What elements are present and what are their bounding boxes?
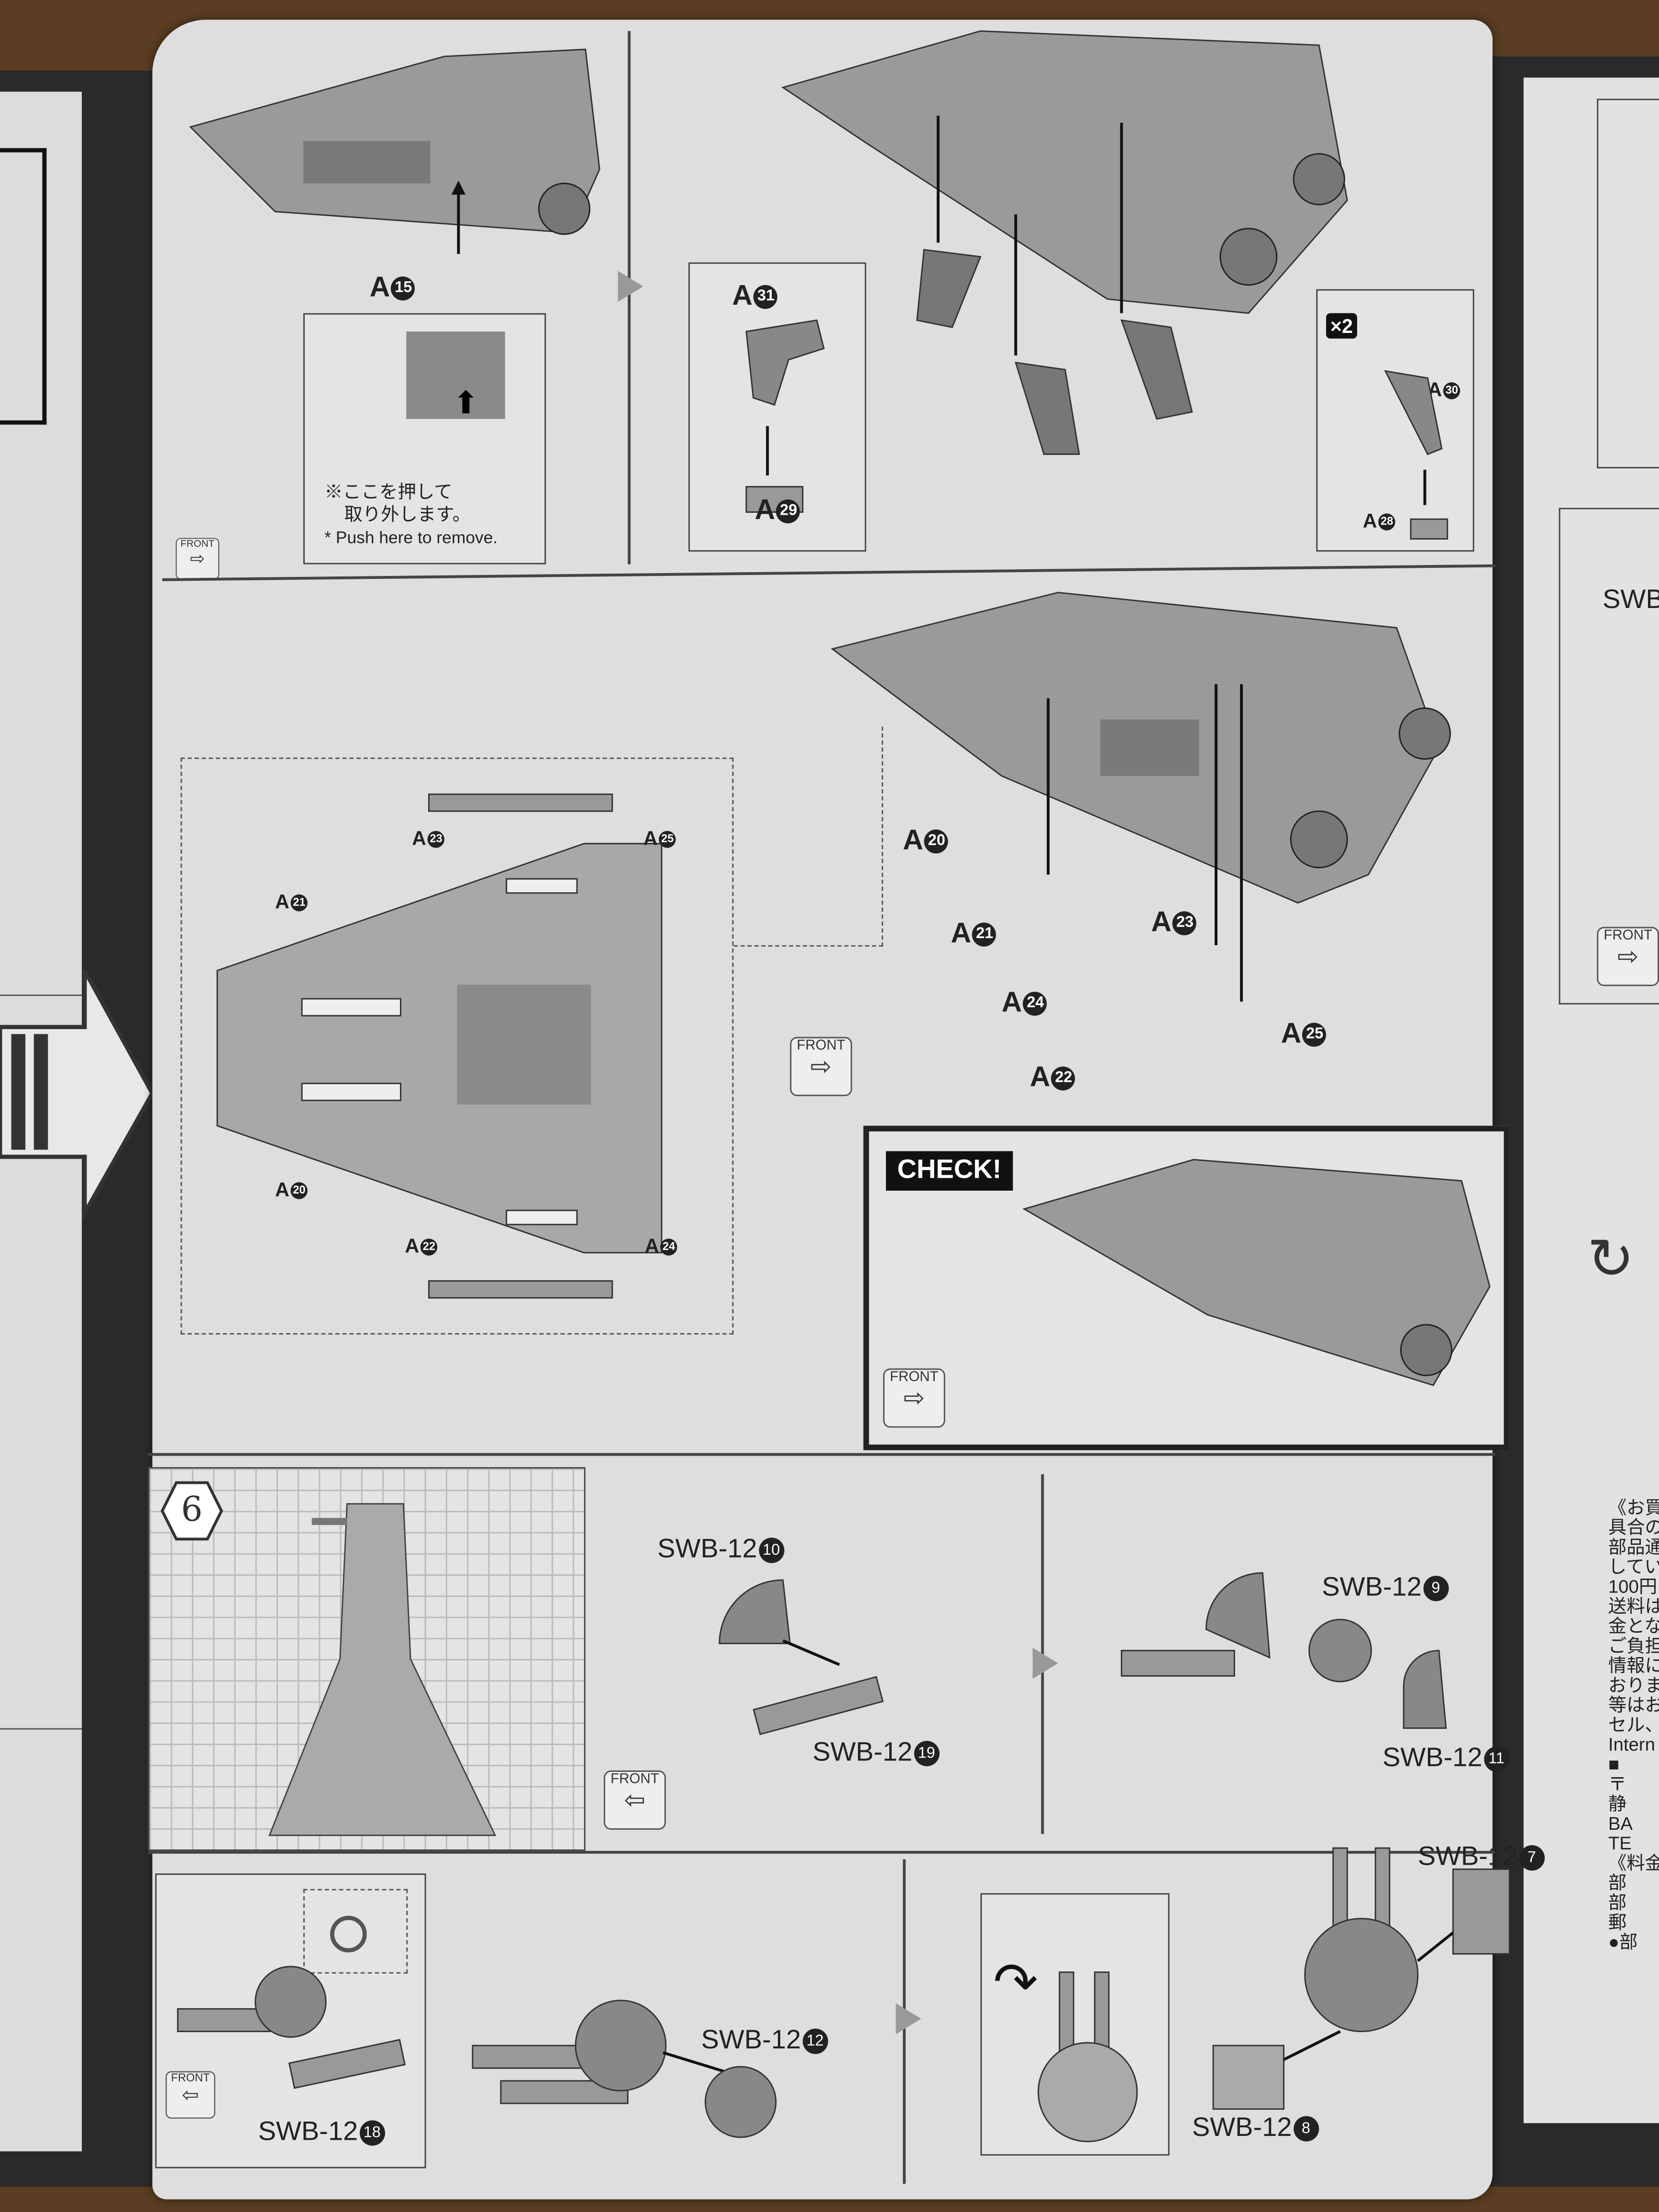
- notice-line: ご負担: [1608, 1635, 1659, 1657]
- check-label: CHECK!: [885, 1151, 1013, 1191]
- divider: [148, 1453, 1495, 1455]
- notice-line: 〒: [1608, 1773, 1627, 1795]
- notice-line: 金とな: [1608, 1615, 1659, 1637]
- rotate-arrow-icon: ↷: [993, 1954, 1039, 2013]
- rotation-detail-box: ↷: [980, 1893, 1170, 2156]
- multiplier-badge: ×2: [1326, 313, 1357, 339]
- front-icon: FRONT⇦: [604, 1770, 666, 1830]
- next-step-arrow-icon: [618, 271, 643, 302]
- notice-line: 100円: [1608, 1576, 1658, 1597]
- step-number: 6: [181, 1490, 203, 1529]
- right-page-notice-text: 《お買い具合の部品通してい100円送料は金となご負担情報におりま等はおセル、In…: [1608, 1498, 1659, 1953]
- notice-line: 情報に: [1608, 1655, 1659, 1676]
- gear-assembly-illustration: [1120, 1572, 1447, 1729]
- push-arrow-icon: ⬆: [453, 385, 479, 420]
- right-front-icon: FRONT⇨: [1597, 927, 1659, 986]
- twin-cannon-assembly-illustration: [1212, 1847, 1510, 2110]
- right-swb-label: SWB: [1603, 585, 1659, 615]
- notice-line: 部: [1608, 1872, 1627, 1893]
- note-ja-1: ※ここを押して: [324, 481, 453, 502]
- notice-line: 部: [1608, 1891, 1627, 1913]
- divider: [148, 1851, 1495, 1853]
- notice-line: 《料金: [1608, 1852, 1659, 1874]
- ship-exploded-illustration: [830, 592, 1451, 1002]
- next-step-arrow-icon: [1032, 1648, 1058, 1679]
- note-en: * Push here to remove.: [324, 527, 498, 548]
- notice-line: 郵: [1608, 1911, 1627, 1933]
- step6-overview-grid: 6: [148, 1467, 586, 1851]
- check-front-icon: FRONT⇨: [883, 1368, 945, 1428]
- tower-illustration: [268, 1503, 497, 1836]
- front-icon: FRONT⇨: [176, 538, 220, 580]
- notice-line: BA: [1608, 1813, 1633, 1834]
- ship-underside-illustration: [189, 48, 600, 254]
- notice-line: TE: [1608, 1832, 1632, 1854]
- notice-line: セル、: [1608, 1714, 1659, 1736]
- notice-line: ■: [1608, 1753, 1620, 1775]
- gear-cannon-assembly-illustration: [472, 2000, 777, 2138]
- notice-line: 等はお: [1608, 1694, 1659, 1715]
- ship-plan-view-illustration: [216, 793, 663, 1299]
- check-box: CHECK! FRONT⇨: [863, 1126, 1510, 1450]
- front-icon: FRONT⇨: [790, 1037, 852, 1096]
- inset-detail: [303, 1889, 408, 1974]
- push-detail-box: ⬆ ※ここを押して取り外します。* Push here to remove.: [303, 313, 546, 564]
- rotate-arrow-icon: ↻: [1587, 1228, 1635, 1291]
- notice-line: 静: [1608, 1793, 1627, 1814]
- notice-line: してい: [1608, 1556, 1659, 1577]
- note-ja-2: 取り外します。: [344, 503, 471, 525]
- notice-line: 具合の: [1608, 1516, 1659, 1538]
- notice-line: ●部: [1608, 1931, 1638, 1953]
- gear-and-cannon-parts-illustration: [719, 1579, 884, 1736]
- notice-line: 《お買い: [1608, 1498, 1659, 1518]
- notice-line: 送料は: [1608, 1595, 1659, 1617]
- plan-to-ship-leader: [733, 726, 884, 947]
- right-page-edge: SWB FRONT⇨ ↻: [1523, 77, 1659, 2124]
- notice-line: Intern: [1608, 1734, 1655, 1755]
- ship-check-illustration: [1022, 1159, 1491, 1386]
- notice-line: 部品通: [1608, 1536, 1659, 1558]
- notice-line: おりま: [1608, 1674, 1659, 1696]
- front-icon: FRONT⇦: [166, 2071, 216, 2119]
- step-number-hexagon: [160, 1481, 223, 1541]
- next-page-arrow-icon: [0, 969, 155, 1221]
- next-step-arrow-icon: [896, 2003, 921, 2035]
- ship-landing-gear-illustration: [781, 30, 1348, 455]
